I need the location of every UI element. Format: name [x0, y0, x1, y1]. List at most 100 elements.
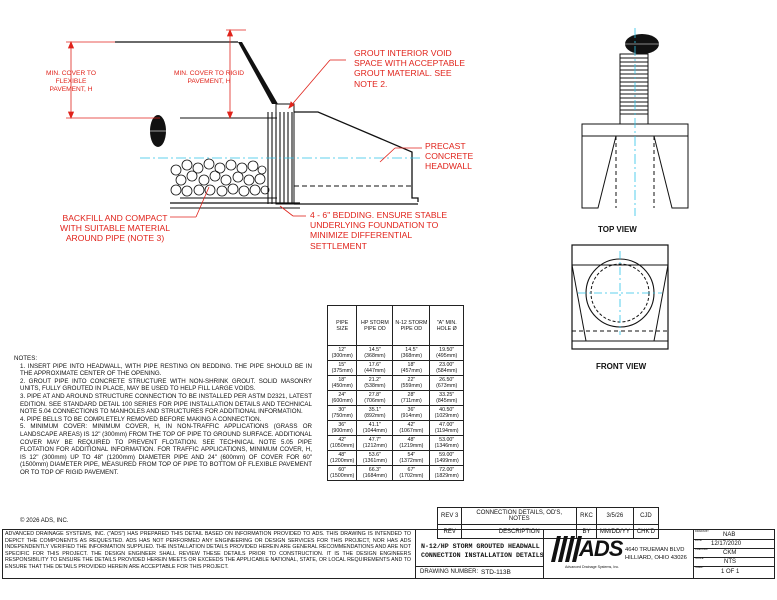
min-hole-cell-inch: 72.00" — [439, 467, 455, 473]
min-hole-cell-mm: (1499mm) — [434, 458, 459, 464]
title-info-fields: DRAWN BY NAB DATE 12/17/2020 CHECKED CKM… — [693, 530, 774, 578]
note-item: 3. PIPE AT AND AROUND STRUCTURE CONNECTI… — [20, 392, 312, 416]
hp-od-cell: 27.8"(706mm) — [356, 390, 394, 406]
rev-header: DESCRIPTION — [461, 524, 578, 539]
pipe-size-cell-inch: 42" — [338, 437, 347, 443]
ads-logo-text: ADS — [579, 536, 623, 561]
pipe-size-cell-inch: 60" — [338, 467, 347, 473]
n12-od-cell-inch: 67" — [407, 467, 416, 473]
info-field-value: CKM — [723, 550, 737, 556]
n12-od-cell: 14.5"(368mm) — [392, 345, 431, 361]
min-hole-cell-inch: 53.00" — [439, 437, 455, 443]
pipe-size-cell-mm: (900mm) — [331, 428, 353, 434]
hp-od-cell: 14.5"(368mm) — [356, 345, 394, 361]
min-hole-cell-inch: 26.50" — [439, 377, 455, 383]
info-field-value: 1 OF 1 — [721, 569, 740, 575]
pipe-size-cell-mm: (600mm) — [331, 398, 353, 404]
info-field-value: 12/17/2020 — [711, 541, 742, 547]
note-item: 1. INSERT PIPE INTO HEADWALL, WITH PIPE … — [20, 362, 312, 378]
title-block: ADVANCED DRAINAGE SYSTEMS, INC. ("ADS") … — [2, 529, 775, 579]
ads-logo-stripes-icon — [551, 536, 582, 562]
hp-od-cell-inch: 41.1" — [368, 422, 381, 428]
notes-title: NOTES: — [14, 355, 38, 362]
address-line1: 4640 TRUEMAN BLVD — [625, 547, 685, 553]
info-field: SCALE NTS — [693, 557, 774, 567]
hp-od-cell: 47.7"(1212mm) — [356, 435, 394, 451]
info-field-label: SCALE — [695, 557, 704, 560]
n12-od-cell-inch: 36" — [407, 407, 416, 413]
n12-od-cell: 67"(1702mm) — [392, 465, 431, 481]
n12-od-cell-inch: 18" — [407, 362, 416, 368]
table-row: 12"(300mm)14.5"(368mm)14.5"(368mm)19.50"… — [326, 345, 464, 361]
cover-rigid-label: MIN. COVER TO RIGID PAVEMENT, H — [173, 70, 245, 85]
revision-row: REV 3 CONNECTION DETAILS, OD'S, NOTES RK… — [436, 507, 660, 525]
table-header: "A" MIN. HOLE Ø — [429, 305, 464, 346]
pipe-size-cell-inch: 15" — [338, 362, 347, 368]
note-item: 5. MINIMUM COVER: MINIMUM COVER, H, IN N… — [20, 423, 312, 476]
front-view-title: FRONT VIEW — [596, 362, 647, 371]
hp-od-cell-mm: (368mm) — [364, 353, 386, 359]
pipe-size-cell-mm: (1200mm) — [330, 458, 355, 464]
table-header: N-12 STORM PIPE OD — [392, 305, 431, 346]
hp-od-cell-mm: (892mm) — [364, 413, 386, 419]
pipe-size-cell: 18"(450mm) — [326, 375, 358, 391]
hp-od-cell-inch: 53.6" — [368, 452, 381, 458]
pipe-size-cell-mm: (1050mm) — [330, 443, 355, 449]
n12-od-cell: 28"(711mm) — [392, 390, 431, 406]
n12-od-cell-inch: 14.5" — [405, 347, 418, 353]
ads-logo-subtext: Advanced Drainage Systems, Inc. — [565, 565, 620, 569]
hp-od-cell-inch: 14.5" — [368, 347, 381, 353]
n12-od-cell: 18"(457mm) — [392, 360, 431, 376]
hp-od-cell-inch: 17.6" — [368, 362, 381, 368]
hp-od-cell: 35.1"(892mm) — [356, 405, 394, 421]
min-hole-cell-inch: 33.25" — [439, 392, 455, 398]
top-view-drawing — [581, 28, 689, 216]
table-row: 42"(1050mm)47.7"(1212mm)48"(1219mm)53.00… — [326, 435, 464, 451]
top-view-title: TOP VIEW — [598, 225, 637, 234]
table-header: PIPE SIZE — [326, 305, 358, 346]
pipe-size-cell-mm: (450mm) — [331, 383, 353, 389]
hp-od-cell-mm: (1361mm) — [362, 458, 387, 464]
min-hole-cell-mm: (1029mm) — [434, 413, 459, 419]
min-hole-cell: 40.50"(1029mm) — [429, 405, 464, 421]
pipe-size-cell-mm: (1500mm) — [330, 473, 355, 479]
pipe-size-cell-inch: 36" — [338, 422, 347, 428]
pipe-size-cell: 36"(900mm) — [326, 420, 358, 436]
rev-header: BY — [576, 524, 597, 539]
pipe-size-cell: 12"(300mm) — [326, 345, 358, 361]
min-hole-cell-inch: 40.50" — [439, 407, 455, 413]
min-hole-cell: 23.00"(584mm) — [429, 360, 464, 376]
hp-od-cell-inch: 47.7" — [368, 437, 381, 443]
drawing-title: N-12/HP STORM GROUTED HEADWALL CONNECTIO… — [421, 542, 544, 560]
hp-od-cell-mm: (1044mm) — [362, 428, 387, 434]
front-view-drawing — [571, 244, 669, 350]
pipe-size-cell: 48"(1200mm) — [326, 450, 358, 466]
copyright: © 2026 ADS, INC. — [20, 518, 69, 524]
pipe-size-cell-mm: (300mm) — [331, 353, 353, 359]
min-hole-cell-mm: (1346mm) — [434, 443, 459, 449]
rev-date: 3/5/26 — [595, 507, 634, 525]
rev-number: REV 3 — [436, 507, 463, 525]
hp-od-cell-inch: 35.1" — [368, 407, 381, 413]
info-field-label: CHECKED — [695, 548, 708, 551]
hp-od-cell: 53.6"(1361mm) — [356, 450, 394, 466]
table-row: 36"(900mm)41.1"(1044mm)42"(1067mm)47.00"… — [326, 420, 464, 436]
min-hole-cell-inch: 23.00" — [439, 362, 455, 368]
n12-od-cell-inch: 54" — [407, 452, 416, 458]
table-header: HP STORM PIPE OD — [356, 305, 394, 346]
info-field-label: DATE — [695, 539, 702, 542]
info-field: SHEET 1 OF 1 — [693, 566, 774, 578]
table-row: 30"(750mm)35.1"(892mm)36"(914mm)40.50"(1… — [326, 405, 464, 421]
hp-od-cell-mm: (1684mm) — [362, 473, 387, 479]
n12-od-cell-mm: (1067mm) — [399, 428, 424, 434]
rev-by: RKC — [576, 507, 597, 525]
n12-od-cell-inch: 48" — [407, 437, 416, 443]
bedding-label: 4 - 6" BEDDING. ENSURE STABLE UNDERLYING… — [310, 210, 448, 251]
n12-od-cell-mm: (711mm) — [400, 398, 422, 404]
info-field-label: DRAWN BY — [695, 530, 709, 533]
backfill-label: BACKFILL AND COMPACT WITH SUITABLE MATER… — [60, 213, 170, 244]
min-hole-cell-inch: 59.00" — [439, 452, 455, 458]
min-hole-cell: 19.50"(495mm) — [429, 345, 464, 361]
min-hole-cell-mm: (495mm) — [436, 353, 458, 359]
